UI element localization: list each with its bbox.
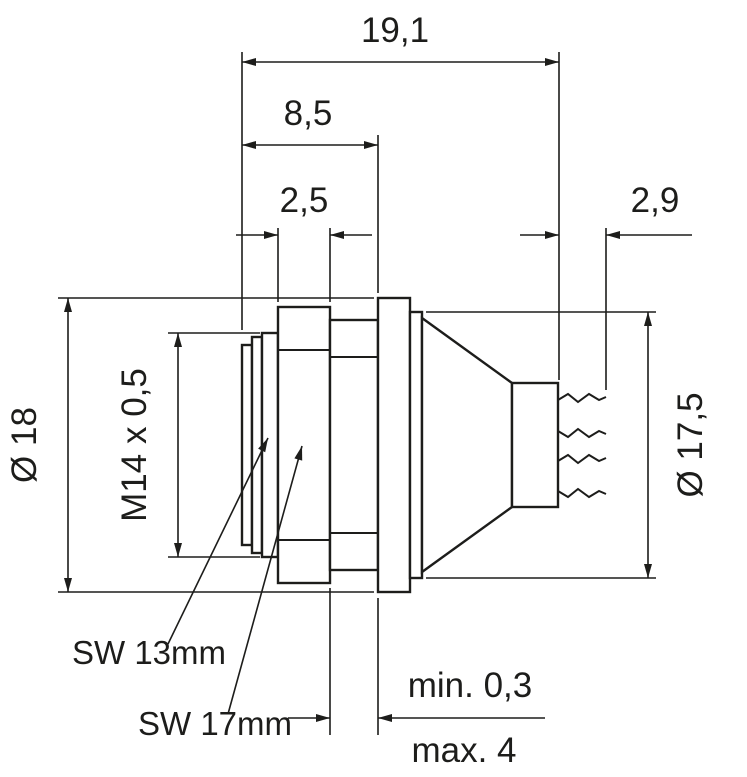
- wrench-nut-label: SW 17mm: [138, 705, 292, 742]
- arrowhead: [64, 298, 72, 312]
- arrowhead: [378, 714, 392, 722]
- connector-side-view: [240, 296, 607, 594]
- arrowhead: [316, 714, 330, 722]
- dim-body-diameter: Ø 17,5: [426, 311, 710, 579]
- arrowhead: [545, 58, 559, 66]
- arrowhead: [545, 231, 559, 239]
- dim-flange-diameter-label: Ø 18: [5, 407, 44, 483]
- front-rim-inner: [250, 335, 264, 555]
- contact-pin: [557, 487, 607, 499]
- dim-thread: M14 x 0,5: [115, 332, 260, 558]
- dim-front-length: 8,5: [242, 94, 379, 293]
- contact-pin: [557, 453, 607, 465]
- rear-step: [408, 310, 424, 580]
- arrowhead: [174, 333, 182, 347]
- dim-contact-length-label: 2,9: [631, 181, 680, 220]
- flange-disc: [376, 296, 412, 594]
- dim-thread-label: M14 x 0,5: [115, 368, 154, 522]
- dim-nut-thickness-label: 2,5: [280, 181, 329, 220]
- label-wrench-front: SW 13mm: [72, 437, 269, 671]
- arrowhead: [294, 446, 303, 461]
- wrench-front-label: SW 13mm: [72, 634, 226, 671]
- arrowhead: [242, 141, 256, 149]
- dim-nut-thickness: 2,5: [236, 181, 372, 302]
- arrowhead: [606, 231, 620, 239]
- rear-body: [510, 381, 560, 509]
- dim-contact-length: 2,9: [520, 181, 692, 390]
- arrowhead: [644, 312, 652, 326]
- panel-thickness-min-label: min. 0,3: [408, 666, 533, 705]
- arrowhead: [174, 543, 182, 557]
- dim-panel-thickness: min. 0,3 max. 4: [288, 588, 545, 770]
- contact-pin: [557, 392, 607, 404]
- rear-cone: [420, 315, 514, 575]
- panel-thickness-max-label: max. 4: [411, 731, 516, 770]
- hex-nut: [276, 305, 332, 585]
- arrowhead: [64, 578, 72, 592]
- arrowhead: [330, 231, 344, 239]
- dim-flange-diameter: Ø 18: [5, 297, 374, 593]
- dim-total-length: 19,1: [241, 11, 560, 380]
- contact-pin: [557, 427, 607, 439]
- front-rim-outer: [240, 343, 254, 547]
- label-wrench-nut: SW 17mm: [138, 445, 303, 742]
- dim-body-diameter-label: Ø 17,5: [671, 392, 710, 497]
- arrowhead: [364, 141, 378, 149]
- dim-total-length-label: 19,1: [361, 11, 429, 50]
- dim-front-length-label: 8,5: [284, 94, 333, 133]
- arrowhead: [242, 58, 256, 66]
- arrowhead: [264, 231, 278, 239]
- solder-contacts: [557, 392, 607, 499]
- leader-line: [227, 445, 303, 715]
- leader-line: [167, 437, 269, 645]
- arrowhead: [644, 564, 652, 578]
- arrowhead: [258, 438, 268, 453]
